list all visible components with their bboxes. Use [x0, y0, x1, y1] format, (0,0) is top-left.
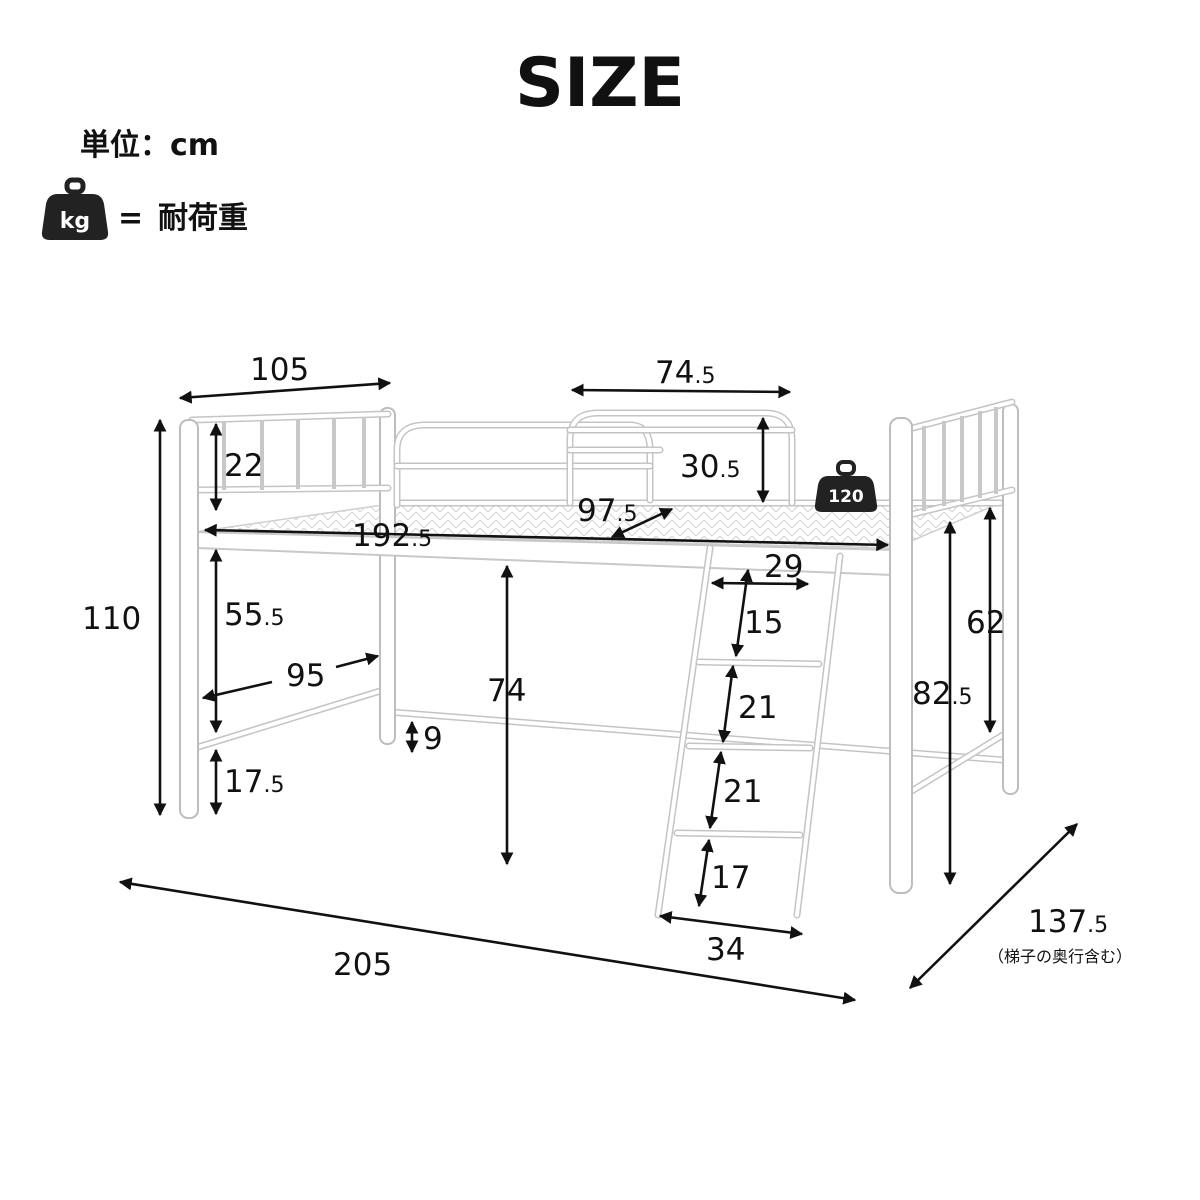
legend-equals: = [118, 201, 143, 236]
legend-badge-text: kg [60, 209, 90, 234]
bed-illustration [179, 398, 1019, 919]
dim-total-height: 110 [82, 601, 141, 637]
dim-headboard-width: 105 [250, 352, 309, 388]
dim-headboard-height: 22 [224, 448, 263, 484]
dim-inner-width: 97.5 [577, 493, 637, 529]
dim-total-depth: 137.5 [1028, 904, 1108, 940]
dim-under-clearance-left: 55.5 [224, 597, 284, 633]
dim-ladder-step-4: 17 [711, 860, 750, 896]
dim-ladder-step-2: 21 [738, 690, 777, 726]
dim-total-depth-note: （梯子の奥行含む） [988, 947, 1132, 966]
dim-depth-95: 95 [286, 658, 325, 694]
dimension-arrows [118, 377, 1078, 1005]
page-title: SIZE [515, 44, 685, 123]
dim-guard-height: 30.5 [680, 449, 740, 485]
legend-text: 耐荷重 [158, 201, 248, 236]
dim-ladder-bottom-width: 34 [706, 932, 745, 968]
load-badge-text: 120 [828, 487, 864, 507]
dim-total-length: 205 [333, 947, 392, 983]
dim-inner-length: 192.5 [352, 518, 432, 554]
dim-ladder-step-1: 15 [744, 605, 783, 641]
dim-bar-height: 9 [423, 721, 443, 757]
load-weight-icon [814, 460, 878, 512]
dim-guard-width: 74.5 [655, 355, 715, 391]
weight-icon [41, 177, 109, 240]
dim-floor-clearance: 74 [487, 673, 526, 709]
dim-ladder-top-width: 29 [764, 549, 803, 585]
dim-leg-bottom: 17.5 [224, 764, 284, 800]
dim-right-upper: 62 [966, 605, 1005, 641]
dim-ladder-step-3: 21 [723, 774, 762, 810]
dim-right-total: 82.5 [912, 676, 972, 712]
unit-label: 単位：cm [80, 128, 219, 163]
ladder [654, 544, 844, 919]
